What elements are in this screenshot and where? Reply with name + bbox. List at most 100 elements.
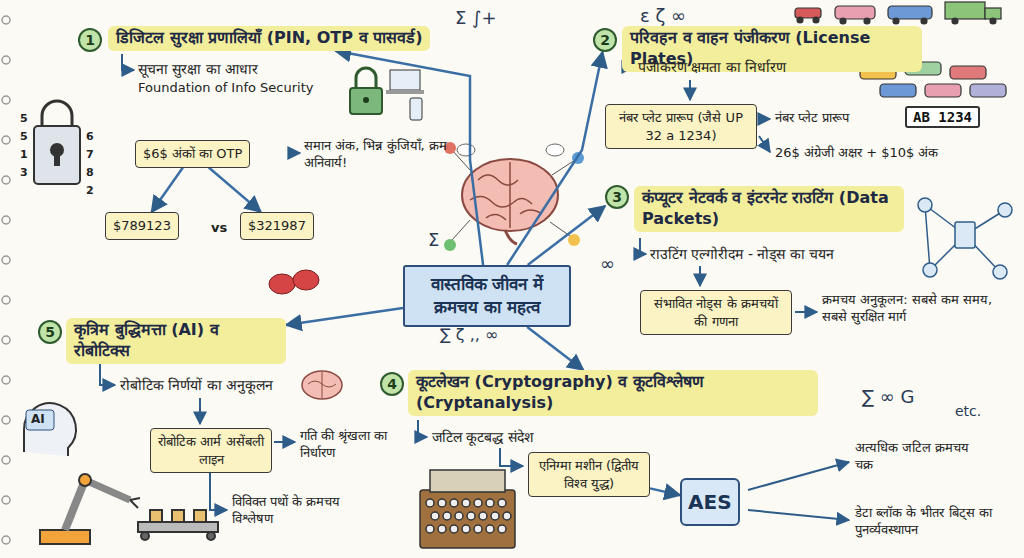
- leader-lines: [122, 54, 134, 70]
- robot-arm-icon: [172, 510, 184, 522]
- connector-arrow: [209, 168, 261, 213]
- note-text: समान अंक, भिन्न कुंजियाँ, क्रम अनिवार्य!: [304, 138, 454, 172]
- robot-arm-icon: [85, 480, 130, 500]
- network-icon: [923, 263, 937, 277]
- leader-lines: [274, 441, 295, 443]
- node-text: रोबोटिक आर्म असेंबली लाइन: [158, 433, 264, 468]
- connector-arrow: [528, 206, 605, 265]
- node-text: AES: [688, 490, 732, 514]
- vehicle-icons: [888, 6, 932, 19]
- math-doodle: etc.: [955, 402, 981, 420]
- spiral-binding: [2, 256, 10, 264]
- network-icon: [918, 198, 1012, 279]
- note-text: पंजीकरण क्षमता का निर्धारण: [638, 58, 786, 76]
- spiral-binding: [2, 16, 10, 544]
- process-box: रोबोटिक आर्म असेंबली लाइन: [150, 428, 272, 473]
- spiral-binding: [2, 56, 10, 64]
- car-cluster-icon: [950, 66, 986, 79]
- note-text: गति की श्रृंखला का निर्धारण: [300, 428, 425, 462]
- math-doodle: ∑ ∞ G: [862, 385, 915, 408]
- small-brain-icon: [302, 371, 342, 399]
- robot-arm-icon: [130, 498, 140, 508]
- keypad-lock-icon: [34, 101, 80, 184]
- leader-lines: [418, 420, 427, 437]
- boxing-gloves-icon: [269, 270, 319, 294]
- keypad-digit: 5: [20, 130, 28, 144]
- connector-arrow: [527, 327, 583, 370]
- enigma-machine-icon: [420, 470, 515, 548]
- padlock-icon: [386, 90, 424, 94]
- ai-head-icon: [24, 403, 76, 456]
- enigma-machine-icon: [498, 525, 506, 533]
- padlock-icon: [410, 98, 422, 120]
- callout-number: 5: [40, 322, 60, 342]
- note-text: vs: [211, 220, 227, 237]
- car-cluster-icon: [970, 84, 1006, 97]
- robot-arm-icon: [194, 510, 206, 522]
- vehicle-icons: [813, 17, 819, 23]
- node-text: वास्तविक जीवन में क्रमचय का महत्व: [415, 273, 559, 319]
- padlock-icon: [363, 97, 369, 103]
- vehicle-icons: [795, 2, 1001, 24]
- note-text: रोबोटिक निर्णयों का अनुकूलन: [120, 376, 273, 394]
- keypad-digit: 7: [86, 148, 94, 162]
- spiral-binding: [2, 336, 10, 344]
- callout-number: 1: [80, 30, 100, 50]
- brain-illustration: [444, 239, 456, 251]
- brain-illustration: [568, 234, 580, 246]
- ai-head-icon: [24, 403, 76, 456]
- enigma-machine-icon: [438, 525, 446, 533]
- enigma-machine-icon: [450, 525, 458, 533]
- connector-arrow: [152, 168, 183, 213]
- enigma-machine-icon: [426, 499, 511, 533]
- math-doodle: ε ζ ∞: [640, 4, 686, 27]
- math-doodle: ∑ ζ ,, ∞: [440, 325, 498, 346]
- callout-number: 5: [38, 320, 62, 344]
- network-icon: [925, 205, 930, 270]
- padlock-icon: [350, 68, 424, 120]
- value-box: $789123: [105, 212, 179, 240]
- robot-arm-icon: [40, 474, 218, 544]
- section-heading: डिजिटल सुरक्षा प्रणालियाँ (PIN, OTP व पा…: [108, 26, 430, 51]
- leader-lines: [100, 364, 115, 385]
- node-text: संभावित नोड्स के क्रमचयों की गणना: [648, 295, 784, 330]
- brain-illustration: [444, 142, 584, 251]
- node-text: कंप्यूटर नेटवर्क व इंटरनेट राउटिंग (Data…: [642, 188, 896, 230]
- leader-lines: [759, 118, 770, 120]
- connector-arrow: [650, 488, 680, 495]
- note-text: क्रमचय अनुकूलन: सबसे कम समय, सबसे सुरक्ष…: [822, 292, 1014, 326]
- enigma-machine-icon: [491, 512, 499, 520]
- vehicle-icons: [797, 17, 803, 23]
- leader-lines: [640, 238, 646, 254]
- section-heading: कंप्यूटर नेटवर्क व इंटरनेट राउटिंग (Data…: [634, 186, 904, 232]
- keypad-digit: 3: [20, 166, 28, 180]
- enigma-machine-icon: [467, 512, 475, 520]
- robot-arm-icon: [65, 480, 85, 530]
- node-text: $321987: [248, 217, 306, 235]
- robot-arm-icon: [40, 530, 90, 544]
- keypad-digit: 6: [86, 130, 94, 144]
- enigma-machine-icon: [443, 512, 451, 520]
- connector-arrow: [507, 52, 602, 265]
- boxing-gloves-icon: [269, 274, 295, 294]
- leader-lines: [748, 462, 849, 490]
- math-doodle: ∞: [600, 252, 615, 275]
- robot-arm-icon: [141, 532, 149, 540]
- network-icon: [918, 198, 932, 212]
- note-text: विविक्त पथों के क्रमचय विश्लेषण: [232, 494, 382, 528]
- keypad-lock-icon: [42, 101, 72, 126]
- node-text: AB 1234: [913, 109, 972, 125]
- leader-lines: [199, 398, 201, 424]
- padlock-icon: [350, 88, 382, 114]
- connector-arrow: [286, 308, 403, 325]
- node-text: नंबर प्लेट प्रारूप (जैसे UP 32 a 1234): [613, 109, 749, 144]
- spiral-binding: [2, 376, 10, 384]
- leader-lines: [210, 472, 227, 510]
- brain-illustration: [505, 230, 517, 244]
- leader-lines: [689, 80, 691, 100]
- note-text: नंबर प्लेट प्रारूप: [775, 110, 849, 127]
- enigma-machine-icon: [426, 499, 434, 507]
- robot-arm-icon: [79, 474, 91, 486]
- process-box: एनिग्मा मशीन (द्वितीय विश्व युद्ध): [528, 452, 650, 497]
